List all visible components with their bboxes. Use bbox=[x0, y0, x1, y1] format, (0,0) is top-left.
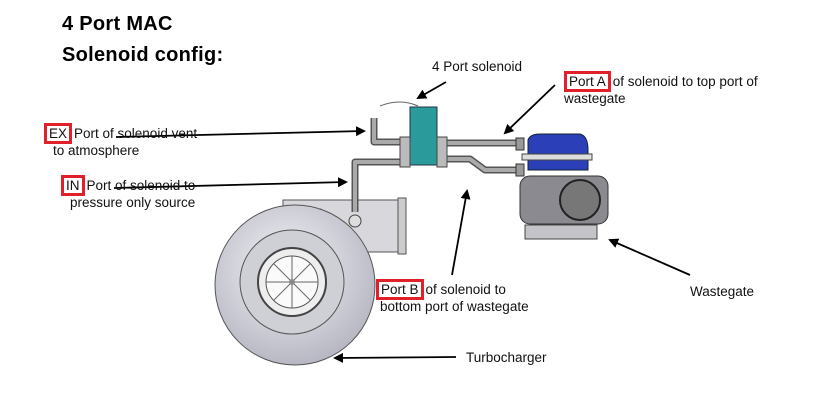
port-a-text2: wastegate bbox=[564, 91, 626, 106]
wastegate bbox=[515, 133, 609, 240]
ex-text: Port of solenoid vent bbox=[74, 126, 198, 141]
title-line2: Solenoid config: bbox=[62, 44, 224, 66]
arrow-ex bbox=[115, 126, 366, 138]
arrow-wastegate bbox=[608, 238, 691, 276]
turbocharger bbox=[214, 197, 407, 366]
solenoid bbox=[379, 101, 448, 168]
port-b-tag: Port B bbox=[376, 279, 424, 300]
port-a-tag: Port A bbox=[564, 71, 611, 92]
arrow-in bbox=[113, 177, 348, 189]
label-wastegate: Wastegate bbox=[690, 284, 755, 299]
port-b-text: of solenoid to bbox=[425, 282, 506, 297]
title-line1: 4 Port MAC bbox=[62, 13, 173, 35]
label-turbocharger: Turbocharger bbox=[466, 350, 547, 365]
ex-text2: to atmosphere bbox=[53, 143, 140, 158]
label-solenoid: 4 Port solenoid bbox=[432, 59, 523, 74]
port-a-text: of solenoid to top port of bbox=[612, 74, 758, 89]
in-text: Port of solenoid to bbox=[86, 178, 196, 193]
arrow-port-b bbox=[451, 189, 471, 276]
arrow-solenoid bbox=[416, 81, 447, 99]
pipes bbox=[351, 118, 520, 212]
in-text2: pressure only source bbox=[70, 195, 196, 210]
port-b-text2: bottom port of wastegate bbox=[380, 299, 529, 314]
arrow-turbo bbox=[333, 352, 457, 363]
in-tag: IN bbox=[61, 175, 85, 196]
callout-arrows bbox=[113, 81, 691, 363]
arrow-port-a bbox=[503, 84, 556, 135]
ex-tag: EX bbox=[44, 123, 73, 144]
